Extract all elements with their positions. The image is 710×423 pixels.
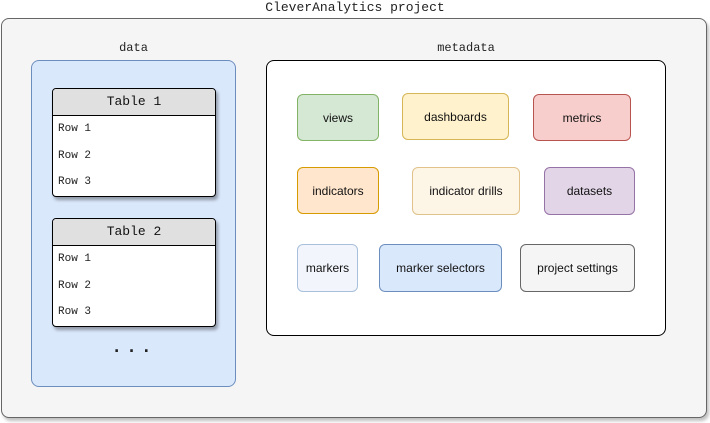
- table-row: Row 3: [58, 306, 92, 318]
- data-label: data: [119, 41, 148, 55]
- markers-box[interactable]: markers: [297, 244, 358, 292]
- table-row: Row 1: [58, 253, 92, 265]
- table-row: Row 1: [58, 123, 92, 135]
- metadata-label: metadata: [437, 41, 495, 55]
- views-box[interactable]: views: [297, 94, 379, 141]
- indicators-box[interactable]: indicators: [297, 167, 379, 214]
- table-row: Row 2: [58, 279, 92, 292]
- metrics-box[interactable]: metrics: [533, 94, 631, 141]
- table-row: Row 2: [58, 149, 92, 162]
- dashboards-box[interactable]: dashboards: [402, 93, 509, 140]
- more-tables-ellipsis: ...: [111, 338, 156, 358]
- indicator-drills-box[interactable]: indicator drills: [412, 167, 520, 215]
- project-settings-box[interactable]: project settings: [520, 244, 635, 292]
- table-1-title: Table 1: [53, 89, 215, 116]
- table-2[interactable]: Table 2 Row 1 Row 2 Row 3: [52, 218, 216, 327]
- table-1[interactable]: Table 1 Row 1 Row 2 Row 3: [52, 88, 216, 197]
- table-row: Row 3: [58, 176, 92, 188]
- datasets-box[interactable]: datasets: [544, 167, 635, 215]
- table-2-title: Table 2: [53, 219, 215, 246]
- project-title: CleverAnalytics project: [265, 0, 445, 15]
- marker-selectors-box[interactable]: marker selectors: [379, 244, 502, 292]
